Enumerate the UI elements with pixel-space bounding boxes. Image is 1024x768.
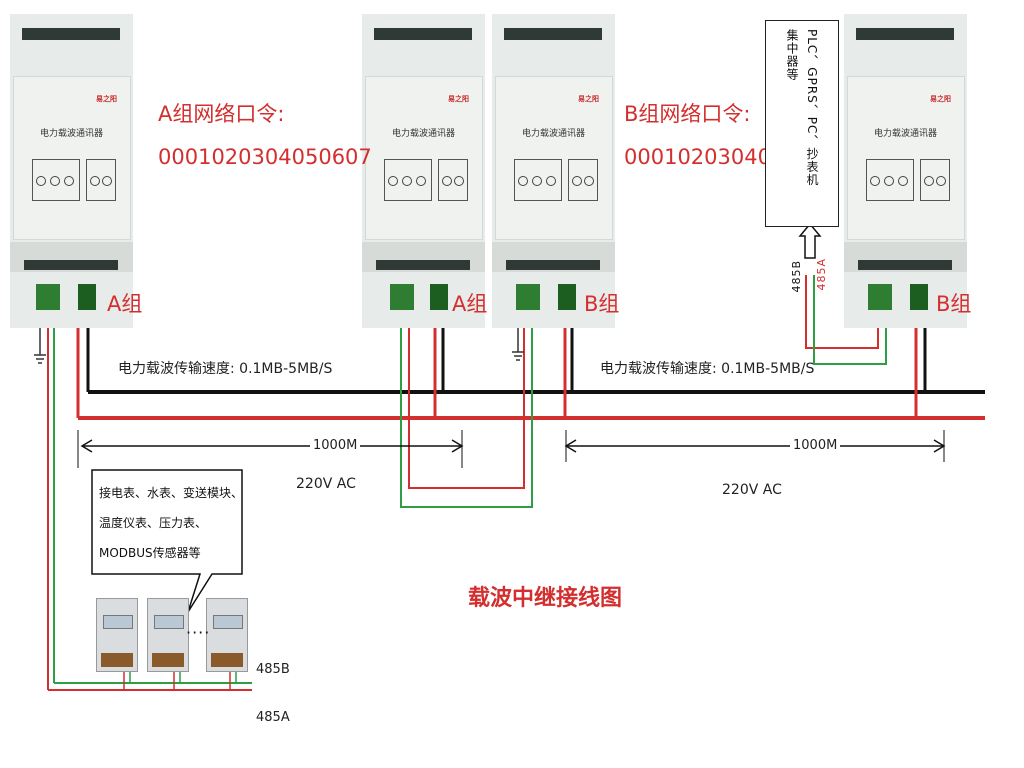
carrier-device-3: 易之阳 电力载波通讯器	[492, 14, 615, 328]
meter-1	[96, 598, 138, 672]
bubble-line-3: MODBUS传感器等	[99, 546, 201, 560]
group-b-tag-2: B组	[936, 292, 972, 316]
group-b-tag-1: B组	[584, 292, 620, 316]
host-box-line1: PLC、GPRS、PC、抄表机	[805, 29, 819, 187]
host-box-line2: 集中器等	[785, 29, 799, 81]
carrier-device-4: 易之阳 电力载波通讯器	[844, 14, 967, 328]
meter-485a-label: 485A	[256, 710, 290, 725]
device-name: 电力载波通讯器	[874, 129, 938, 139]
device-name: 电力载波通讯器	[40, 129, 104, 139]
speed-label-a: 电力载波传输速度: 0.1MB-5MB/S	[118, 361, 333, 377]
bubble-line-1: 接电表、水表、变送模块、	[99, 486, 244, 500]
meter-3	[206, 598, 248, 672]
speech-bubble-outline	[91, 469, 243, 613]
voltage-label-b: 220V AC	[722, 482, 782, 498]
meter-2	[147, 598, 189, 672]
dev2-dev3-485-green	[400, 298, 533, 508]
voltage-label-a: 220V AC	[296, 476, 356, 492]
speech-bubble: 接电表、水表、变送模块、 温度仪表、压力表、 MODBUS传感器等	[92, 470, 244, 574]
bubble-line-2: 温度仪表、压力表、	[99, 516, 208, 530]
brand-logo: 易之阳	[96, 95, 117, 103]
brand-logo: 易之阳	[578, 95, 599, 103]
carrier-device-1: 易之阳 电力载波通讯器	[10, 14, 133, 328]
host-485b-label: 485B	[790, 260, 803, 293]
brand-logo: 易之阳	[448, 95, 469, 103]
speed-label-b: 电力载波传输速度: 0.1MB-5MB/S	[600, 361, 815, 377]
meter-ellipsis: ····	[186, 623, 211, 642]
meter-485b-label: 485B	[256, 662, 290, 677]
host-arrow	[798, 222, 822, 259]
dev2-dev3-485-red	[408, 298, 525, 489]
diagram-title: 载波中继接线图	[468, 586, 623, 611]
device-name: 电力载波通讯器	[522, 129, 586, 139]
group-a-password: 0001020304050607	[158, 145, 372, 169]
group-a-tag-1: A组	[107, 292, 143, 316]
group-a-label: A组网络口令:	[158, 102, 285, 126]
dev4-host-485-green	[813, 275, 887, 365]
group-b-label: B组网络口令:	[624, 102, 751, 126]
host-device-box: PLC、GPRS、PC、抄表机 集中器等	[765, 20, 839, 227]
carrier-device-2: 易之阳 电力载波通讯器	[362, 14, 485, 328]
distance-label-a: 1000M	[310, 438, 361, 453]
host-485a-label: 485A	[815, 258, 828, 291]
device-name: 电力载波通讯器	[392, 129, 456, 139]
brand-logo: 易之阳	[930, 95, 951, 103]
group-a-tag-2: A组	[452, 292, 488, 316]
distance-label-b: 1000M	[790, 438, 841, 453]
